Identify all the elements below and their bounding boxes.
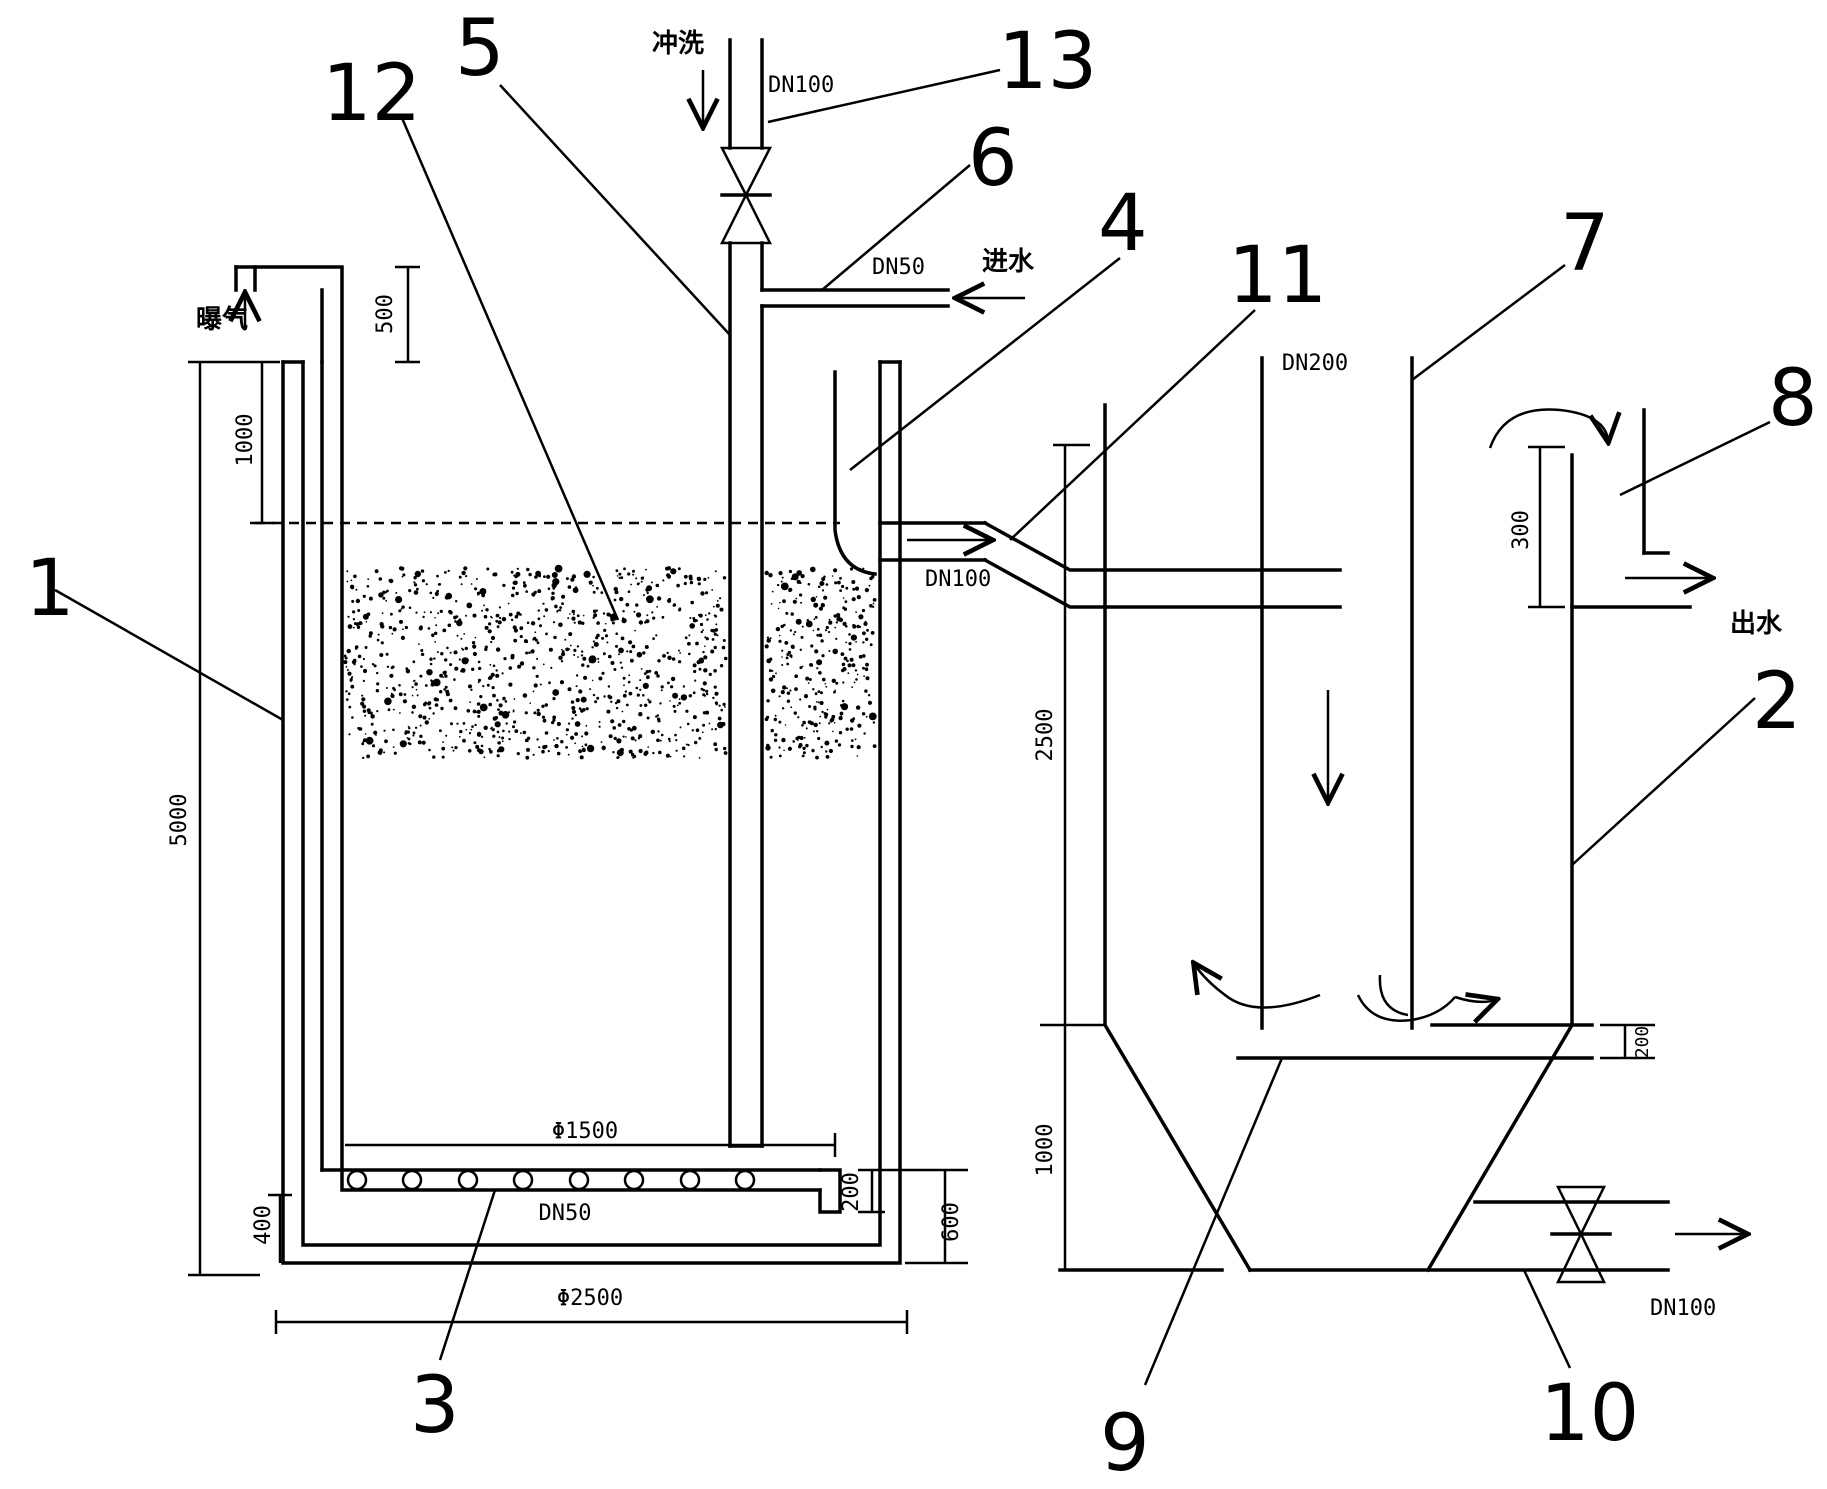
inlet-pipe xyxy=(760,288,950,308)
bottom-offset-label: 400 xyxy=(251,1205,276,1245)
carrier-media-zone xyxy=(343,564,877,760)
baffle-plate xyxy=(1236,1023,1594,1060)
transfer-pipe-size: DN100 xyxy=(925,567,991,592)
aerator-gap-label: 200 xyxy=(839,1172,864,1212)
flush-pipe-size: DN100 xyxy=(768,73,834,98)
center-pipe: DN200 xyxy=(1260,351,1414,1030)
callout-9: 9 xyxy=(1100,1399,1150,1489)
tank-height-label: 5000 xyxy=(167,794,192,847)
outlet-label: 出水 xyxy=(1730,609,1783,639)
aerator-pipe-label: DN50 xyxy=(539,1201,592,1226)
central-pipe xyxy=(728,38,764,1148)
reactor-outlet-pipe xyxy=(833,370,1342,609)
outlet-weir: 出水 xyxy=(1488,408,1783,639)
callout-3: 3 xyxy=(410,1361,460,1451)
tank-diameter-label: Φ2500 xyxy=(557,1286,623,1311)
callout-13: 13 xyxy=(998,17,1097,107)
callout-4: 4 xyxy=(1098,179,1148,269)
callout-8: 8 xyxy=(1768,354,1818,444)
callout-1: 1 xyxy=(25,544,75,634)
callout-6: 6 xyxy=(968,114,1018,204)
reactor-tank xyxy=(281,360,902,1265)
aerator-diameter-label: Φ1500 xyxy=(552,1119,618,1144)
drain-pipe-size: DN100 xyxy=(1650,1296,1716,1321)
callout-2: 2 xyxy=(1752,657,1802,747)
freeboard-label: 1000 xyxy=(233,414,258,467)
callout-11: 11 xyxy=(1228,231,1327,321)
baffle-gap-label: 200 xyxy=(1632,1026,1653,1059)
flush-label: 冲洗 xyxy=(652,29,704,59)
aerator-height-label: 600 xyxy=(939,1202,964,1242)
left-dimensions: 500 1000 5000 400 200 600 Φ2500 xyxy=(167,265,968,1334)
flush-valve xyxy=(719,146,773,245)
right-dimensions: 300 2500 1000 200 xyxy=(1033,443,1655,1270)
callouts: 1 2 3 4 5 6 7 8 9 10 11 12 13 xyxy=(25,4,1818,1489)
drain-pipe: DN100 xyxy=(1473,1185,1745,1321)
callout-5: 5 xyxy=(455,4,505,94)
inlet-pipe-size: DN50 xyxy=(872,255,925,280)
callout-7: 7 xyxy=(1560,199,1610,289)
inlet-label: 进水 xyxy=(982,247,1035,277)
cone-height-label: 1000 xyxy=(1033,1124,1058,1177)
center-pipe-size: DN200 xyxy=(1282,351,1348,376)
settling-tank xyxy=(1058,403,1670,1273)
settler-height-label: 2500 xyxy=(1033,709,1058,762)
flow-arrows xyxy=(1195,965,1495,1021)
riser-height-label: 500 xyxy=(373,294,398,334)
weir-height-label: 300 xyxy=(1509,510,1534,550)
aerator-disk xyxy=(340,1168,822,1191)
aeration-label: 曝气 xyxy=(196,304,248,335)
callout-10: 10 xyxy=(1540,1369,1639,1459)
